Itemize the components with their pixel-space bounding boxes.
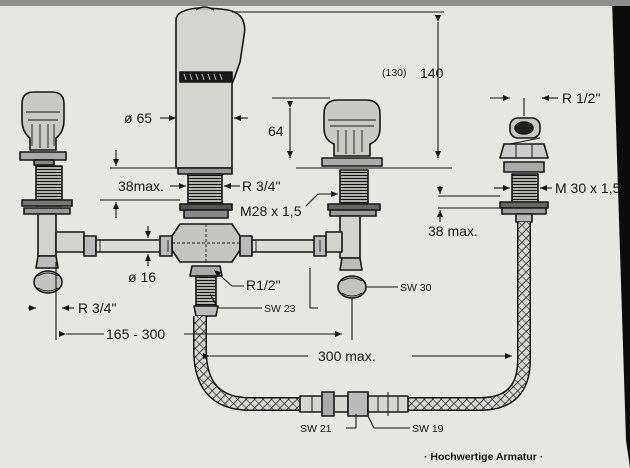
label-165-300: 165 - 300 xyxy=(106,326,165,342)
dimension-labels: (130) 140 R 1/2" ø 65 64 38max. R 3/4" M… xyxy=(78,65,621,463)
center-spout xyxy=(171,6,246,317)
right-valve-nut xyxy=(339,257,363,271)
center-union xyxy=(189,265,223,277)
spout-outlet xyxy=(179,71,233,83)
connecting-pipes xyxy=(83,235,327,257)
label-d130: (130) xyxy=(382,67,407,79)
label-r34-bottom: R 3/4" xyxy=(78,300,116,316)
label-r12-top: R 1/2" xyxy=(562,90,600,106)
right-valve-thread xyxy=(339,169,369,205)
label-r34-mid: R 3/4" xyxy=(242,178,280,194)
photo-top-edge xyxy=(0,0,630,6)
footer-caption: · Hochwertige Armatur · xyxy=(424,451,543,463)
label-38max-left: 38max. xyxy=(118,178,164,194)
right-union-nut xyxy=(337,275,367,299)
label-m28: M28 x 1,5 xyxy=(240,203,302,219)
right-valve xyxy=(321,99,383,299)
label-r12-mid: R1/2" xyxy=(246,277,281,293)
inline-fitting-sw19 xyxy=(347,391,369,417)
spout-body xyxy=(175,7,246,169)
label-sw19: SW 19 xyxy=(412,423,444,435)
label-sw21: SW 21 xyxy=(300,423,332,435)
shower-thread xyxy=(511,173,539,203)
left-valve-handle xyxy=(21,91,65,151)
dimension-lines xyxy=(28,11,558,429)
label-d65: ø 65 xyxy=(124,110,152,126)
label-d64: 64 xyxy=(268,123,284,139)
label-d16: ø 16 xyxy=(128,269,156,285)
left-valve xyxy=(19,91,85,294)
left-union-nut xyxy=(33,270,63,294)
label-sw23: SW 23 xyxy=(264,303,296,315)
label-sw30: SW 30 xyxy=(400,282,432,294)
braided-hoses xyxy=(193,222,531,417)
hand-shower-holder xyxy=(499,117,549,223)
label-300max: 300 max. xyxy=(318,348,376,364)
label-38max-right: 38 max. xyxy=(428,223,478,239)
label-d140: 140 xyxy=(420,65,444,81)
label-m30: M 30 x 1,5 xyxy=(555,180,621,196)
left-valve-nut xyxy=(35,255,59,269)
spout-thread xyxy=(187,173,223,205)
